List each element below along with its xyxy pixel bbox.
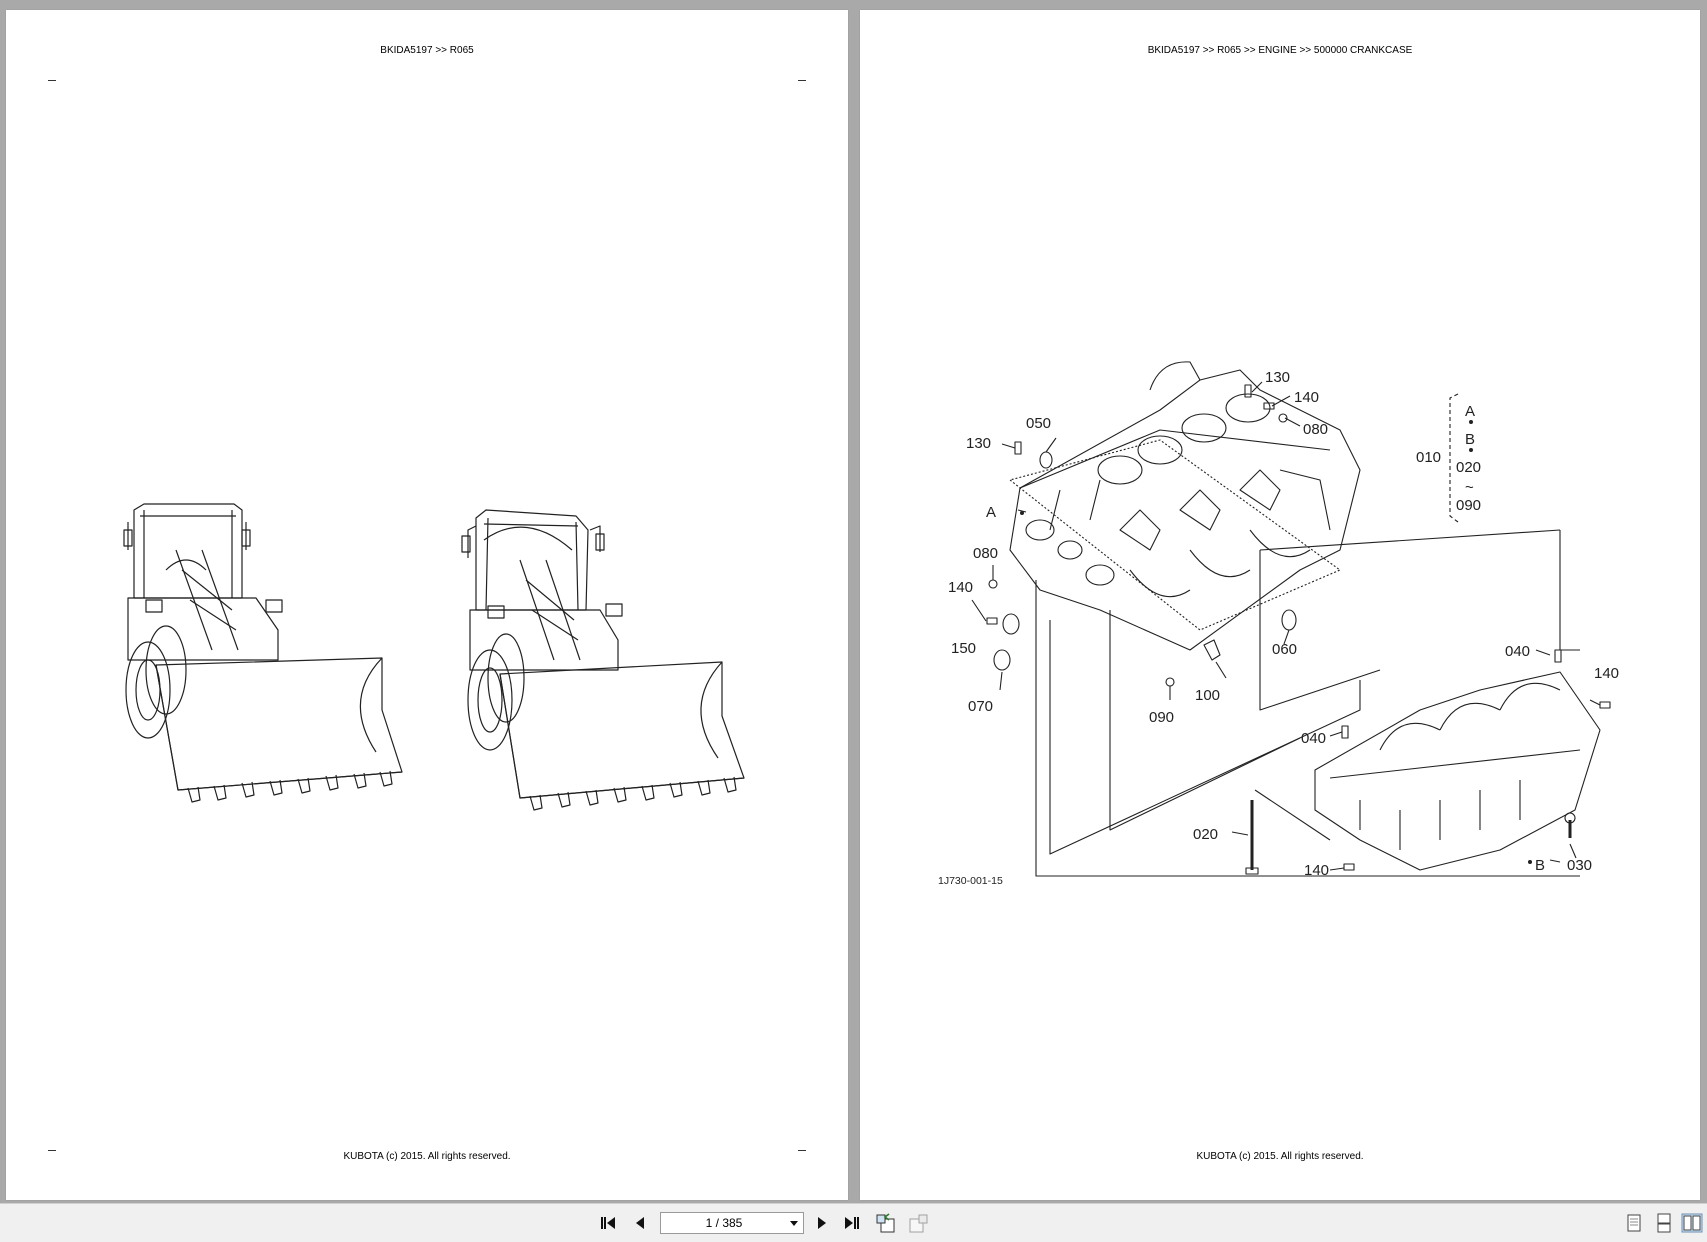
callout-140-right: 140	[1594, 665, 1619, 682]
next-page-button[interactable]	[810, 1211, 834, 1235]
page-header: BKIDA5197 >> R065	[380, 45, 474, 56]
legend-010: 010	[1416, 449, 1441, 466]
previous-page-button[interactable]	[628, 1211, 652, 1235]
legend-090: 090	[1456, 497, 1481, 514]
lower-crankcase-drawing	[1314, 671, 1601, 871]
upper-crankcase-drawing	[1009, 361, 1361, 651]
callout-040-right: 040	[1505, 643, 1530, 660]
page-footer: KUBOTA (c) 2015. All rights reserved.	[343, 1151, 511, 1162]
callout-B: B	[1535, 857, 1545, 874]
legend-B: B	[1465, 431, 1475, 448]
callout-A: A	[986, 504, 996, 521]
crop-mark	[48, 1150, 56, 1151]
callout-090: 090	[1149, 709, 1174, 726]
crankcase-exploded-diagram: 130 140 080 050 130 A 080 140 150 070 09…	[938, 361, 1619, 887]
next-page-icon	[818, 1217, 826, 1229]
page-footer: KUBOTA (c) 2015. All rights reserved.	[1196, 1151, 1364, 1162]
page-number-field[interactable]	[660, 1212, 804, 1234]
callout-130-top: 130	[1265, 369, 1290, 386]
callout-140-left: 140	[948, 579, 973, 596]
callout-080-top: 080	[1303, 421, 1328, 438]
crop-mark	[798, 1150, 806, 1151]
previous-view-button[interactable]	[874, 1211, 898, 1235]
callout-140-bottom: 140	[1304, 862, 1329, 879]
wheel-loader-left-drawing	[123, 503, 403, 803]
callout-100: 100	[1195, 687, 1220, 704]
callout-140-top: 140	[1294, 389, 1319, 406]
crop-mark	[48, 80, 56, 81]
last-page-icon	[845, 1217, 859, 1229]
next-view-icon	[909, 1214, 928, 1233]
legend-020: 020	[1456, 459, 1481, 476]
two-page-view-icon	[1681, 1213, 1703, 1233]
callout-070: 070	[968, 698, 993, 715]
first-page-button[interactable]	[596, 1211, 620, 1235]
two-page-view-button[interactable]	[1680, 1211, 1704, 1235]
crop-mark	[798, 80, 806, 81]
callout-050: 050	[1026, 415, 1051, 432]
callout-150: 150	[951, 640, 976, 657]
wheel-loader-illustration	[123, 503, 745, 811]
callout-060: 060	[1272, 641, 1297, 658]
callout-130-left: 130	[966, 435, 991, 452]
viewer-toolbar	[0, 1203, 1707, 1242]
figure-code: 1J730-001-15	[938, 875, 1003, 887]
callout-080-left: 080	[973, 545, 998, 562]
next-view-button[interactable]	[906, 1211, 930, 1235]
single-page-view-icon	[1627, 1214, 1641, 1232]
chevron-down-icon[interactable]	[789, 1219, 799, 1227]
continuous-view-button[interactable]	[1652, 1211, 1676, 1235]
callout-020: 020	[1193, 826, 1218, 843]
dowel-130-top	[1244, 384, 1252, 398]
legend-tilde: ~	[1465, 479, 1474, 496]
previous-page-icon	[636, 1217, 644, 1229]
first-page-icon	[601, 1217, 615, 1229]
page-header: BKIDA5197 >> R065 >> ENGINE >> 500000 CR…	[1147, 45, 1413, 56]
single-page-view-button[interactable]	[1622, 1211, 1646, 1235]
callout-040-mid: 040	[1301, 730, 1326, 747]
callout-030: 030	[1567, 857, 1592, 874]
page-number-input[interactable]	[661, 1216, 779, 1230]
continuous-view-icon	[1657, 1213, 1671, 1233]
right-page: BKIDA5197 >> R065 >> ENGINE >> 500000 CR…	[860, 10, 1700, 1200]
previous-view-icon	[876, 1213, 895, 1233]
wheel-loader-right-drawing	[461, 509, 745, 811]
left-page: BKIDA5197 >> R065	[6, 10, 848, 1200]
last-page-button[interactable]	[840, 1211, 864, 1235]
legend-A: A	[1465, 403, 1475, 420]
